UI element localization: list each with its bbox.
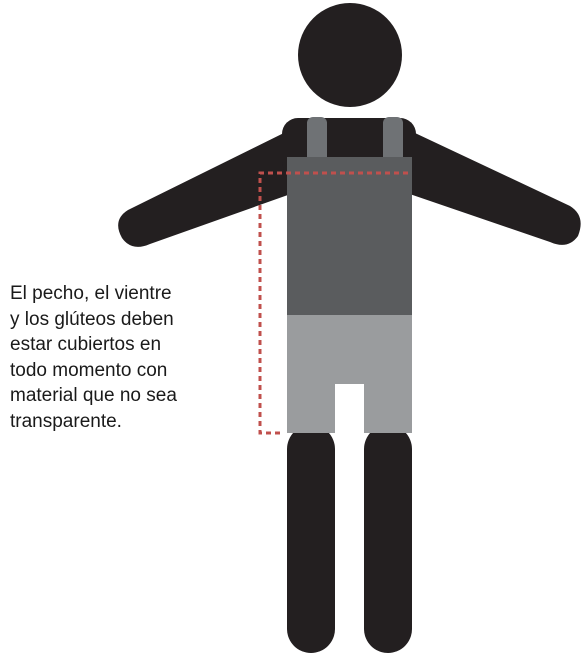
caption-line: material que no sea bbox=[10, 385, 177, 406]
caption-line: y los glúteos deben bbox=[10, 308, 174, 330]
caption-line: todo momento con bbox=[10, 359, 168, 381]
head bbox=[298, 3, 402, 107]
right-arm bbox=[398, 125, 581, 245]
left-leg bbox=[287, 425, 335, 653]
left-strap bbox=[307, 117, 327, 169]
caption-line: estar cubiertos en bbox=[10, 334, 162, 355]
swimsuit-top bbox=[287, 157, 412, 315]
coverage-caption: El pecho, el vientre y los glúteos deben… bbox=[10, 281, 250, 434]
coverage-bracket bbox=[258, 171, 410, 435]
right-leg bbox=[364, 425, 412, 653]
caption-line: transparente. bbox=[10, 410, 122, 432]
right-strap bbox=[383, 117, 403, 169]
caption-line: El pecho, el vientre bbox=[10, 283, 172, 304]
swimsuit-shorts bbox=[287, 315, 412, 433]
left-arm bbox=[118, 125, 303, 247]
